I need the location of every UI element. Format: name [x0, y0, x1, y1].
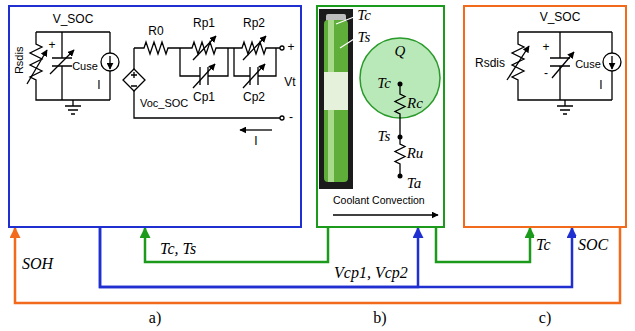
current-direction-arrow	[109, 56, 110, 69]
resistor-label: R0	[148, 25, 163, 39]
resistor-label: Rsdis	[475, 57, 505, 71]
flow-label: Coolant Convection	[333, 194, 425, 206]
temperature-label: Ts	[358, 29, 371, 46]
terminal-symbol	[280, 116, 284, 120]
variable-resistor-arrow	[507, 46, 529, 80]
variable-resistor-arrow	[27, 50, 47, 84]
node-dot	[398, 82, 403, 87]
variable-resistor-arrow	[243, 36, 266, 60]
resistance-label: Ru	[407, 145, 424, 162]
current-source-symbol	[101, 53, 119, 71]
current-source-symbol	[603, 53, 621, 71]
node-dot	[398, 135, 403, 140]
capacitor-label: Cuse	[575, 58, 601, 71]
polarity-sign: -	[544, 67, 548, 81]
current-label: I	[599, 79, 602, 93]
circuit-wires	[30, 32, 110, 114]
dependent-source-symbol	[123, 69, 145, 91]
thermal-resistance-chain	[395, 84, 405, 176]
variable-capacitor-arrow	[193, 64, 215, 88]
temperature-label: Ts	[378, 128, 391, 145]
current-label: I	[97, 79, 100, 93]
source-label: Voc_SOC	[140, 97, 188, 110]
heat-label: Q	[395, 43, 406, 60]
terminal-sign: -	[289, 111, 293, 125]
cell-core-circle	[360, 38, 440, 118]
signal-label: Vcp1, Vcp2	[332, 264, 410, 282]
node-label: V_SOC	[540, 11, 581, 25]
temperature-label: Tc	[357, 7, 371, 24]
current-direction-arrow	[611, 56, 612, 69]
voltage-circuit	[123, 36, 284, 130]
signal-label: Tc	[534, 236, 553, 254]
terminal-symbol	[280, 46, 284, 50]
variable-capacitor-arrow	[243, 64, 265, 88]
battery-cell	[324, 20, 348, 182]
panel-caption: a)	[149, 309, 161, 327]
temperature-label: Tc	[377, 75, 391, 92]
current-direction-arrow	[240, 129, 272, 130]
battery-wrap-label	[324, 72, 348, 110]
panel-caption: b)	[373, 309, 386, 327]
signal-arrow	[145, 228, 328, 262]
variable-capacitor-arrow	[552, 52, 574, 78]
capacitor-label: Cp2	[243, 91, 265, 105]
circuit-wires	[134, 42, 280, 118]
thermal-model-panel: TcTsQTcRcTsRuTaCoolant Convection	[316, 5, 445, 228]
soh-circuit	[507, 32, 621, 114]
node-label: V_SOC	[53, 13, 94, 27]
connector-group	[15, 228, 620, 303]
source-polarity-marks	[131, 72, 137, 86]
resistor-label: Rp2	[243, 17, 265, 31]
leader-line	[336, 17, 354, 48]
node-dot	[398, 174, 403, 179]
signal-label: Tc, Ts	[158, 240, 198, 258]
resistor-label: Rsdis	[14, 46, 27, 74]
coolant-flow-arrow	[333, 214, 438, 215]
circuit-wires	[512, 32, 612, 114]
voltage-label: Vt	[284, 76, 295, 90]
signal-arrow	[15, 228, 620, 303]
signal-arrow	[436, 228, 530, 262]
signal-arrow	[100, 228, 572, 287]
variable-resistor-arrow	[193, 36, 216, 60]
temperature-label: Ta	[407, 175, 421, 192]
polarity-sign: +	[542, 41, 549, 55]
resistor-label: Rp1	[193, 17, 215, 31]
soc-circuit	[27, 32, 119, 114]
equivalent-circuit-panel: V_SOC Rsdis + CuseI R0 Rp1 Rp2Cp1 Cp2 Voc_SOC + Vt…	[8, 5, 302, 228]
panel-caption: c)	[539, 309, 551, 327]
battery-photo	[319, 9, 354, 189]
capacitor-label: Cp1	[193, 91, 215, 105]
polarity-sign: +	[48, 39, 55, 53]
capacitor-label: Cuse	[72, 60, 98, 73]
signal-arrow	[100, 228, 418, 287]
signal-label: SOC	[576, 236, 610, 254]
signal-label: SOH	[20, 255, 55, 273]
resistance-label: Rc	[407, 95, 423, 112]
terminal-sign: +	[287, 41, 294, 55]
thermal-model	[333, 38, 440, 215]
aging-circuit-panel: V_SOC Rsdis + Cuse - I	[463, 5, 627, 228]
current-label: I	[254, 135, 257, 149]
variable-capacitor-arrow	[50, 50, 74, 74]
photo-background	[319, 9, 353, 189]
